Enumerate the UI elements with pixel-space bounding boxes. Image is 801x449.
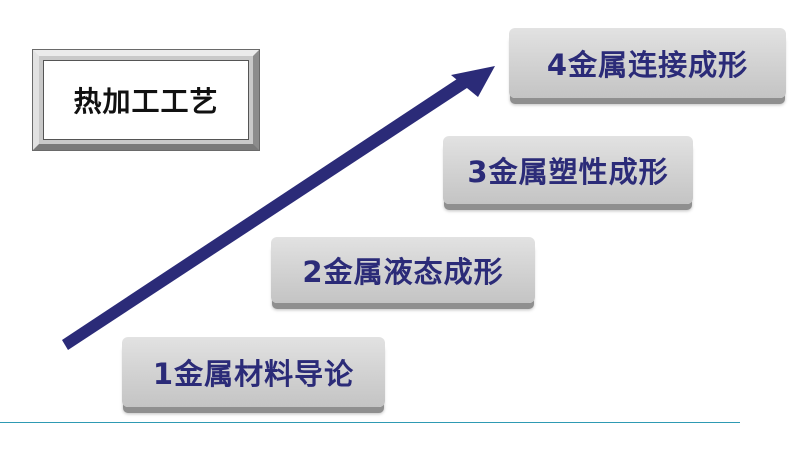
bottom-divider [0, 422, 740, 423]
title-frame: 热加工工艺 [32, 49, 260, 151]
page-title: 热加工工艺 [43, 60, 249, 140]
step-4-box: 4金属连接成形 [509, 28, 786, 98]
step-3-box: 3金属塑性成形 [443, 136, 693, 204]
arrow-head [451, 66, 495, 97]
arrow-shaft [62, 75, 470, 350]
step-2-box: 2金属液态成形 [271, 237, 535, 303]
step-1-box: 1金属材料导论 [122, 337, 385, 407]
